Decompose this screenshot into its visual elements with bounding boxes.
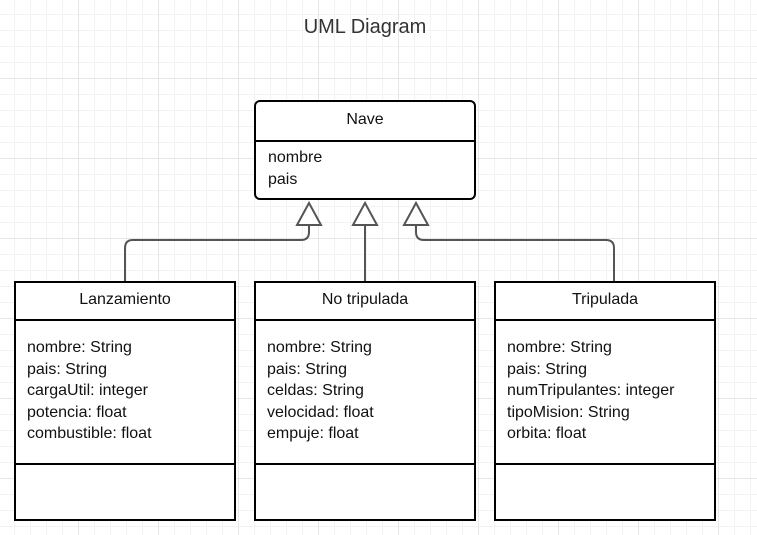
generalization-arrow-icon [351, 200, 379, 226]
attribute: celdas: String [267, 382, 364, 399]
attribute: nombre: String [27, 339, 132, 356]
attribute: nombre: String [507, 339, 612, 356]
class-no-tripulada[interactable]: No tripulada nombre: String pais: String… [254, 281, 476, 521]
attribute: combustible: float [27, 425, 152, 442]
attribute: tipoMision: String [507, 403, 630, 421]
generalization-arrow-icon [295, 200, 323, 226]
attributes-tripulada: nombre: String pais: String numTripulant… [496, 321, 714, 465]
class-tripulada[interactable]: Tripulada nombre: String pais: String nu… [494, 281, 716, 521]
operations-tripulada [496, 465, 714, 519]
class-name-lanzamiento: Lanzamiento [16, 283, 234, 321]
attribute: empuje: float [267, 425, 359, 442]
attribute: nombre [268, 149, 323, 166]
attribute: velocidad: float [267, 403, 374, 421]
attribute: nombre: String [267, 339, 372, 356]
class-name-tripulada: Tripulada [496, 283, 714, 321]
attributes-lanzamiento: nombre: String pais: String cargaUtil: i… [16, 321, 234, 465]
attribute: numTripulantes: integer [507, 382, 675, 399]
attribute: pais: String [27, 360, 108, 378]
attribute: pais: String [267, 360, 348, 378]
attribute: orbita: float [507, 425, 587, 442]
tripulada-to-nave-line [415, 225, 615, 281]
attributes-nave: nombre pais [256, 142, 474, 190]
operations-lanzamiento [16, 465, 234, 519]
class-name-no-tripulada: No tripulada [256, 283, 474, 321]
lanzamiento-to-nave-line [124, 225, 310, 281]
diagram-title: UML Diagram [303, 16, 427, 38]
attribute: cargaUtil: integer [27, 382, 148, 399]
generalization-arrow-icon [402, 200, 430, 226]
attribute: potencia: float [27, 403, 127, 421]
class-lanzamiento[interactable]: Lanzamiento nombre: String pais: String … [14, 281, 236, 521]
attribute: pais: String [507, 360, 588, 378]
operations-no-tripulada [256, 465, 474, 519]
attribute: pais [268, 170, 298, 188]
attributes-no-tripulada: nombre: String pais: String celdas: Stri… [256, 321, 474, 465]
class-name-nave: Nave [256, 102, 474, 142]
class-nave[interactable]: Nave nombre pais [254, 100, 476, 200]
